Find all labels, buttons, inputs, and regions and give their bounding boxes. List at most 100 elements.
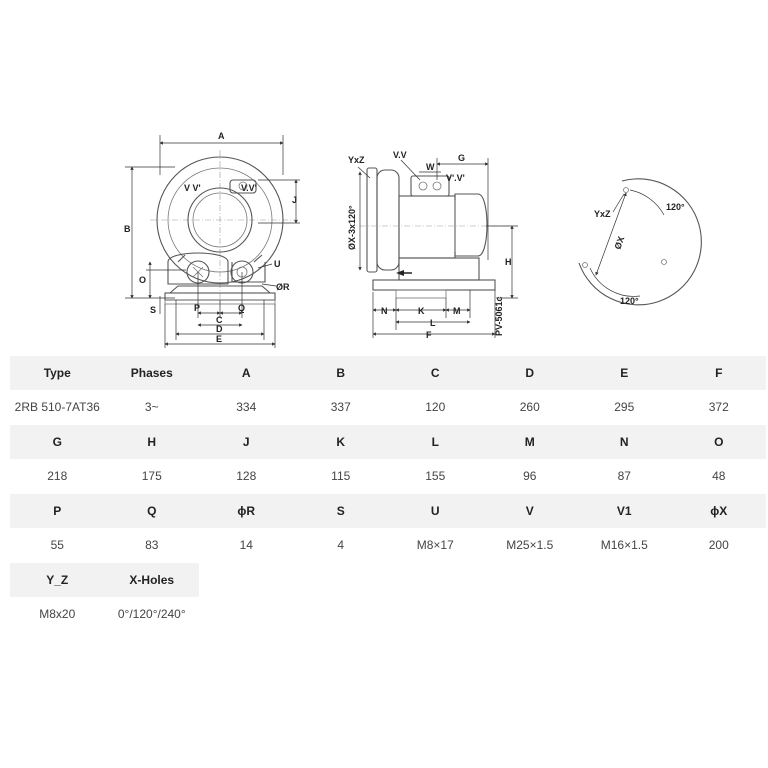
header-cell: A [199, 356, 294, 390]
header-cell: V1 [577, 494, 672, 528]
value-cell: M25×1.5 [506, 538, 554, 552]
value-cell: 2RB 510-7AT36 [14, 400, 100, 414]
value-cell: 128 [236, 469, 257, 483]
header-cell: Q [104, 494, 199, 528]
value-cell: 48 [712, 469, 726, 483]
spec-value-row: 55 83 14 4 M8×17 M25×1.5 M16×1.5 200 [10, 528, 766, 563]
header-cell: ɸX [671, 494, 766, 528]
terminal-box [410, 175, 450, 197]
spec-row-2: G H J K L M N O 218 175 128 115 155 96 8… [10, 425, 766, 494]
value-cell: 337 [330, 400, 351, 414]
spec-header-row: G H J K L M N O [10, 425, 766, 459]
label-vv: V.V [393, 150, 407, 160]
value-cell: 120 [425, 400, 446, 414]
label-vv-right: V.V' [241, 183, 257, 193]
value-cell: 14 [239, 538, 253, 552]
header-cell: K [293, 425, 388, 459]
header-cell: Type [10, 356, 105, 390]
value-cell: M8×17 [416, 538, 454, 552]
dim-S-label: S [150, 305, 156, 315]
header-cell: O [671, 425, 766, 459]
header-cell: J [199, 425, 294, 459]
label-R: ØR [276, 282, 290, 292]
label-diameter: ØX [612, 235, 626, 251]
technical-drawing: A B J O S P Q C D E [124, 131, 702, 348]
side-view: G W V.V V'.V' YxZ ØX-3x120° H N K M L [347, 150, 518, 340]
value-cell: M16×1.5 [600, 538, 648, 552]
value-cell: 218 [47, 469, 68, 483]
value-cell: 4 [337, 538, 345, 552]
header-cell: D [482, 356, 577, 390]
value-cell: 372 [708, 400, 729, 414]
spec-value-row: 218 175 128 115 155 96 87 48 [10, 459, 766, 494]
value-cell: 334 [236, 400, 257, 414]
label-x3: ØX-3x120° [347, 205, 357, 250]
value-cell: M8x20 [39, 607, 76, 621]
dim-C-label: C [216, 315, 223, 325]
spec-header-row: Y_Z X-Holes [10, 563, 199, 597]
value-cell: 260 [519, 400, 540, 414]
value-cell: 0°/120°/240° [117, 607, 186, 621]
dim-A-label: A [218, 131, 225, 141]
motor-body [398, 195, 456, 259]
header-cell: E [577, 356, 672, 390]
spec-table: Type Phases A B C D E F 2RB 510-7AT36 3~… [10, 356, 766, 632]
spec-row-1: Type Phases A B C D E F 2RB 510-7AT36 3~… [10, 356, 766, 425]
value-cell: 83 [145, 538, 159, 552]
value-cell: 155 [425, 469, 446, 483]
header-cell: L [388, 425, 483, 459]
dim-G-label: G [458, 153, 465, 163]
dim-K-label: K [418, 306, 425, 316]
spec-value-row: 2RB 510-7AT36 3~ 334 337 120 260 295 372 [10, 390, 766, 425]
flange-arc [578, 178, 702, 306]
dim-W-label: W [426, 162, 435, 172]
dim-E-label: E [216, 334, 222, 344]
header-cell: C [388, 356, 483, 390]
dim-M-label: M [453, 306, 461, 316]
dim-N-label: N [381, 306, 388, 316]
header-cell: B [293, 356, 388, 390]
spec-row-4: Y_Z X-Holes M8x20 0°/120°/240° [10, 563, 766, 632]
dim-B-label: B [124, 224, 131, 234]
value-cell: 96 [523, 469, 537, 483]
value-cell: 175 [141, 469, 162, 483]
label-vv2: V'.V' [446, 173, 465, 183]
dim-Q-label: Q [238, 303, 245, 313]
header-cell: X-Holes [104, 563, 199, 597]
label-deg-top: 120° [666, 202, 685, 212]
front-view: A B J O S P Q C D E [124, 131, 300, 348]
header-cell: P [10, 494, 105, 528]
value-cell: 3~ [144, 400, 159, 414]
header-cell: ɸR [199, 494, 294, 528]
motor-hub [187, 187, 253, 253]
blower-housing [156, 156, 284, 284]
label-vv-left: V V' [184, 183, 201, 193]
header-cell: S [293, 494, 388, 528]
flange-detail: ØX YxZ 120° 120° [578, 178, 702, 306]
spec-value-row: M8x20 0°/120°/240° [10, 597, 199, 632]
header-cell: M [482, 425, 577, 459]
value-cell: 200 [708, 538, 729, 552]
dim-F-label: F [426, 330, 432, 340]
header-cell: N [577, 425, 672, 459]
label-deg-bottom: 120° [620, 296, 639, 306]
value-cell: 55 [50, 538, 64, 552]
dim-O-label: O [139, 275, 146, 285]
dim-J-label: J [292, 195, 297, 205]
dim-L-label: L [430, 318, 436, 328]
value-cell: 115 [331, 469, 351, 483]
header-cell: Phases [104, 356, 199, 390]
dim-H-label: H [505, 257, 512, 267]
spec-header-row: Type Phases A B C D E F [10, 356, 766, 390]
impeller-housing [376, 169, 400, 271]
label-yxz-side: YxZ [348, 155, 365, 165]
dim-P-label: P [194, 303, 200, 313]
label-model: PV-5061c [494, 296, 504, 336]
header-cell: G [10, 425, 105, 459]
header-cell: U [388, 494, 483, 528]
value-cell: 295 [614, 400, 635, 414]
label-yxz-flange: YxZ [594, 209, 611, 219]
header-cell: F [671, 356, 766, 390]
spec-row-3: P Q ɸR S U V V1 ɸX 55 83 14 4 M8×17 M25×… [10, 494, 766, 563]
header-cell: V [482, 494, 577, 528]
